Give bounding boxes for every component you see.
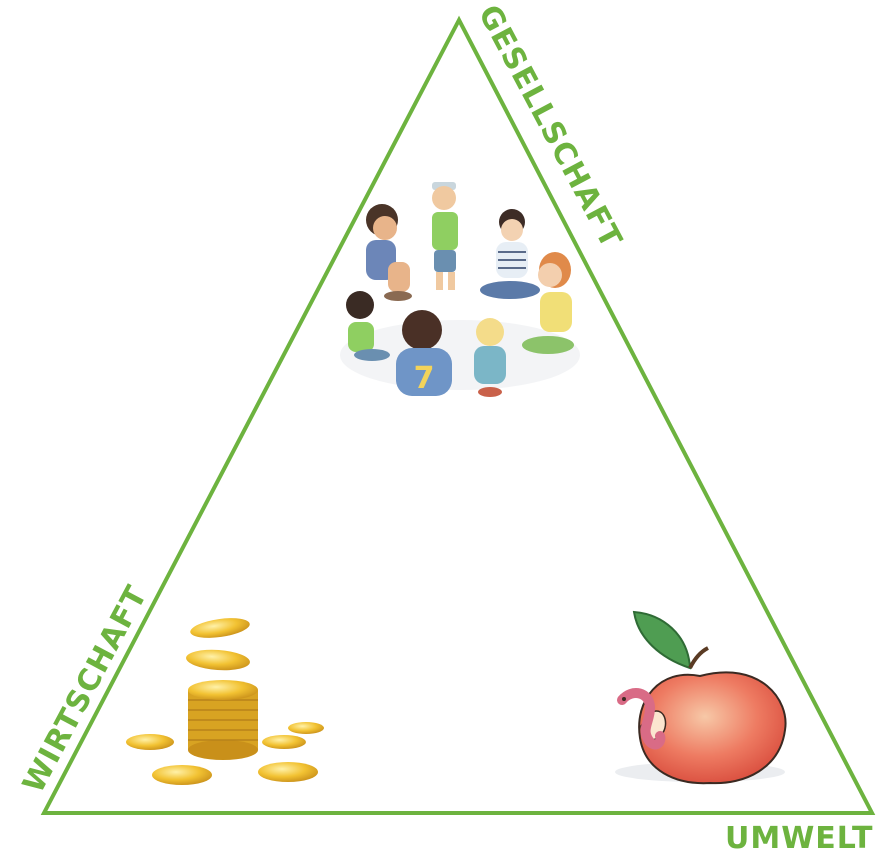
children-circle-illustration: 7 [340, 182, 580, 397]
label-umwelt: UMWELT [725, 821, 873, 856]
label-gesellschaft: GESELLSCHAFT [471, 0, 629, 254]
gold-coins-illustration [126, 618, 324, 785]
triangle-outline [40, 15, 876, 815]
apple-with-worm-illustration [615, 610, 787, 785]
label-wirtschaft: WIRTSCHAFT [16, 580, 155, 799]
jersey-number: 7 [414, 361, 435, 396]
